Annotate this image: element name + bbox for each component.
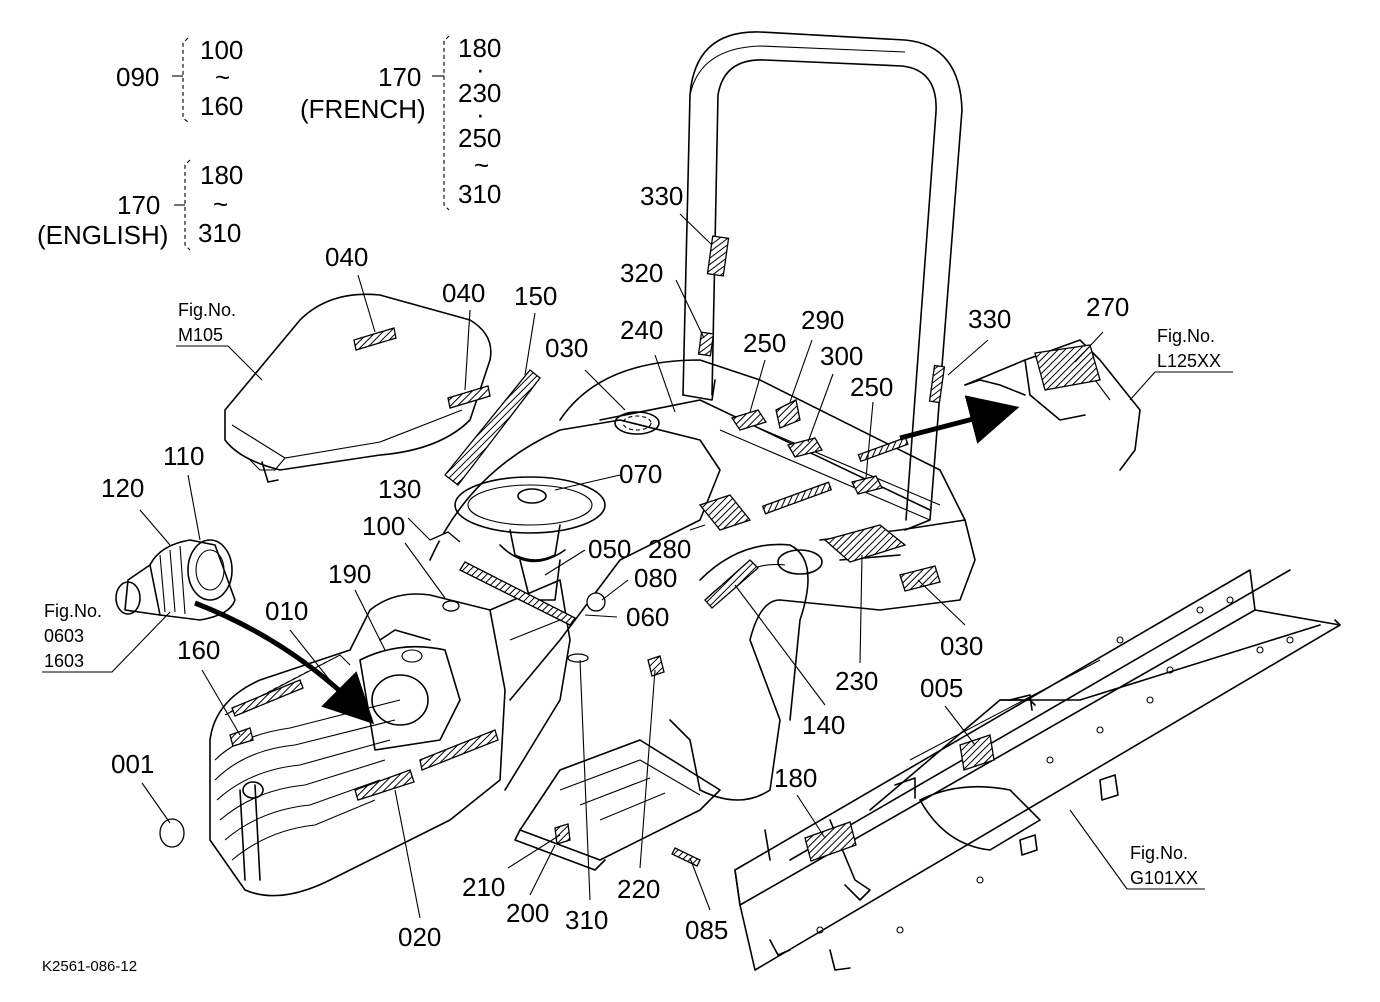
fig-ref-m105: Fig.No. M105: [178, 300, 236, 345]
callout-040: 040: [325, 242, 368, 272]
callout-230: 230: [835, 666, 878, 696]
callout-110: 110: [163, 441, 204, 471]
callout-290: 290: [801, 305, 844, 335]
fig-ref-0603: Fig.No. 0603 1603: [44, 601, 102, 671]
range-item: 100: [200, 35, 243, 65]
callout-250: 250: [743, 328, 786, 358]
range-group-170-english: 170 (ENGLISH) 180 ~ 310: [37, 160, 243, 250]
callout-180: 180: [774, 763, 817, 793]
range-item: 310: [458, 179, 501, 209]
range-note: (ENGLISH): [37, 220, 168, 250]
fig-ref-g101xx: Fig.No. G101XX: [1130, 843, 1198, 888]
callout-100: 100: [362, 511, 405, 541]
callout-220: 220: [617, 874, 660, 904]
fig-ref-label: Fig.No.: [178, 300, 236, 320]
fig-ref-label: Fig.No.: [1157, 326, 1215, 346]
body-platform: [559, 359, 976, 801]
assembly-arrows: [194, 395, 1020, 725]
callout-250: 250: [850, 372, 893, 402]
range-group-090: 090 100 ~ 160: [116, 35, 243, 121]
fig-ref-label: Fig.No.: [44, 601, 102, 621]
callout-120: 120: [101, 473, 144, 503]
hood: [224, 293, 492, 483]
fig-ref-l125xx: Fig.No. L125XX: [1157, 326, 1221, 371]
fig-ref-label: Fig.No.: [1130, 843, 1188, 863]
rops-frame: [682, 31, 963, 531]
callout-030: 030: [940, 631, 983, 661]
callout-080: 080: [634, 563, 677, 593]
range-group-170-french: 170 (FRENCH) 180 · 230 · 250 ~ 310: [300, 33, 501, 209]
range-item: 160: [200, 91, 243, 121]
fig-ref-code: 1603: [44, 651, 84, 671]
range-part-number: 170: [378, 62, 421, 92]
callout-040: 040: [442, 278, 485, 308]
range-note: (FRENCH): [300, 94, 426, 124]
callout-085: 085: [685, 915, 728, 945]
callout-270: 270: [1086, 292, 1129, 322]
callout-300: 300: [820, 341, 863, 371]
range-item: 310: [198, 218, 241, 248]
callout-150: 150: [514, 281, 557, 311]
callout-060: 060: [626, 602, 669, 632]
range-item: ~: [215, 62, 230, 92]
callout-200: 200: [506, 898, 549, 928]
callout-001: 001: [111, 749, 154, 779]
range-part-number: 090: [116, 62, 159, 92]
range-item: ~: [213, 189, 228, 219]
range-item: 250: [458, 123, 501, 153]
callout-330: 330: [640, 181, 683, 211]
callout-005: 005: [920, 673, 963, 703]
callout-310: 310: [565, 905, 608, 935]
chassis-frame: [734, 569, 1341, 971]
range-item: 230: [458, 78, 501, 108]
callout-190: 190: [328, 559, 371, 589]
range-part-number: 170: [117, 190, 160, 220]
callout-020: 020: [398, 922, 441, 952]
range-item: 180: [200, 160, 243, 190]
callout-130: 130: [378, 474, 421, 504]
callout-160: 160: [177, 635, 220, 665]
range-item: 180: [458, 33, 501, 63]
callout-210: 210: [462, 872, 505, 902]
fig-ref-code: L125XX: [1157, 351, 1221, 371]
range-item: ·: [476, 99, 485, 129]
front-nose: [209, 579, 571, 897]
drawing-code: K2561-086-12: [42, 958, 137, 975]
floor-step: [514, 739, 721, 871]
leader-lines: [42, 35, 1233, 919]
callout-280: 280: [648, 534, 691, 564]
callouts: 040 040 150 030 240 330 320 250 290 300 …: [101, 181, 1129, 952]
decals: [159, 235, 1101, 867]
callout-030: 030: [545, 333, 588, 363]
callout-050: 050: [588, 534, 631, 564]
air-cleaner: [115, 539, 236, 621]
fig-ref-code: 0603: [44, 626, 84, 646]
callout-320: 320: [620, 258, 663, 288]
callout-070: 070: [619, 459, 662, 489]
dash-steering: [429, 411, 721, 701]
callout-140: 140: [802, 710, 845, 740]
callout-330: 330: [968, 304, 1011, 334]
range-item: ·: [476, 54, 485, 84]
range-item: ~: [474, 150, 489, 180]
fig-ref-code: M105: [178, 325, 223, 345]
callout-240: 240: [620, 315, 663, 345]
fig-ref-code: G101XX: [1130, 868, 1198, 888]
callout-010: 010: [265, 596, 308, 626]
